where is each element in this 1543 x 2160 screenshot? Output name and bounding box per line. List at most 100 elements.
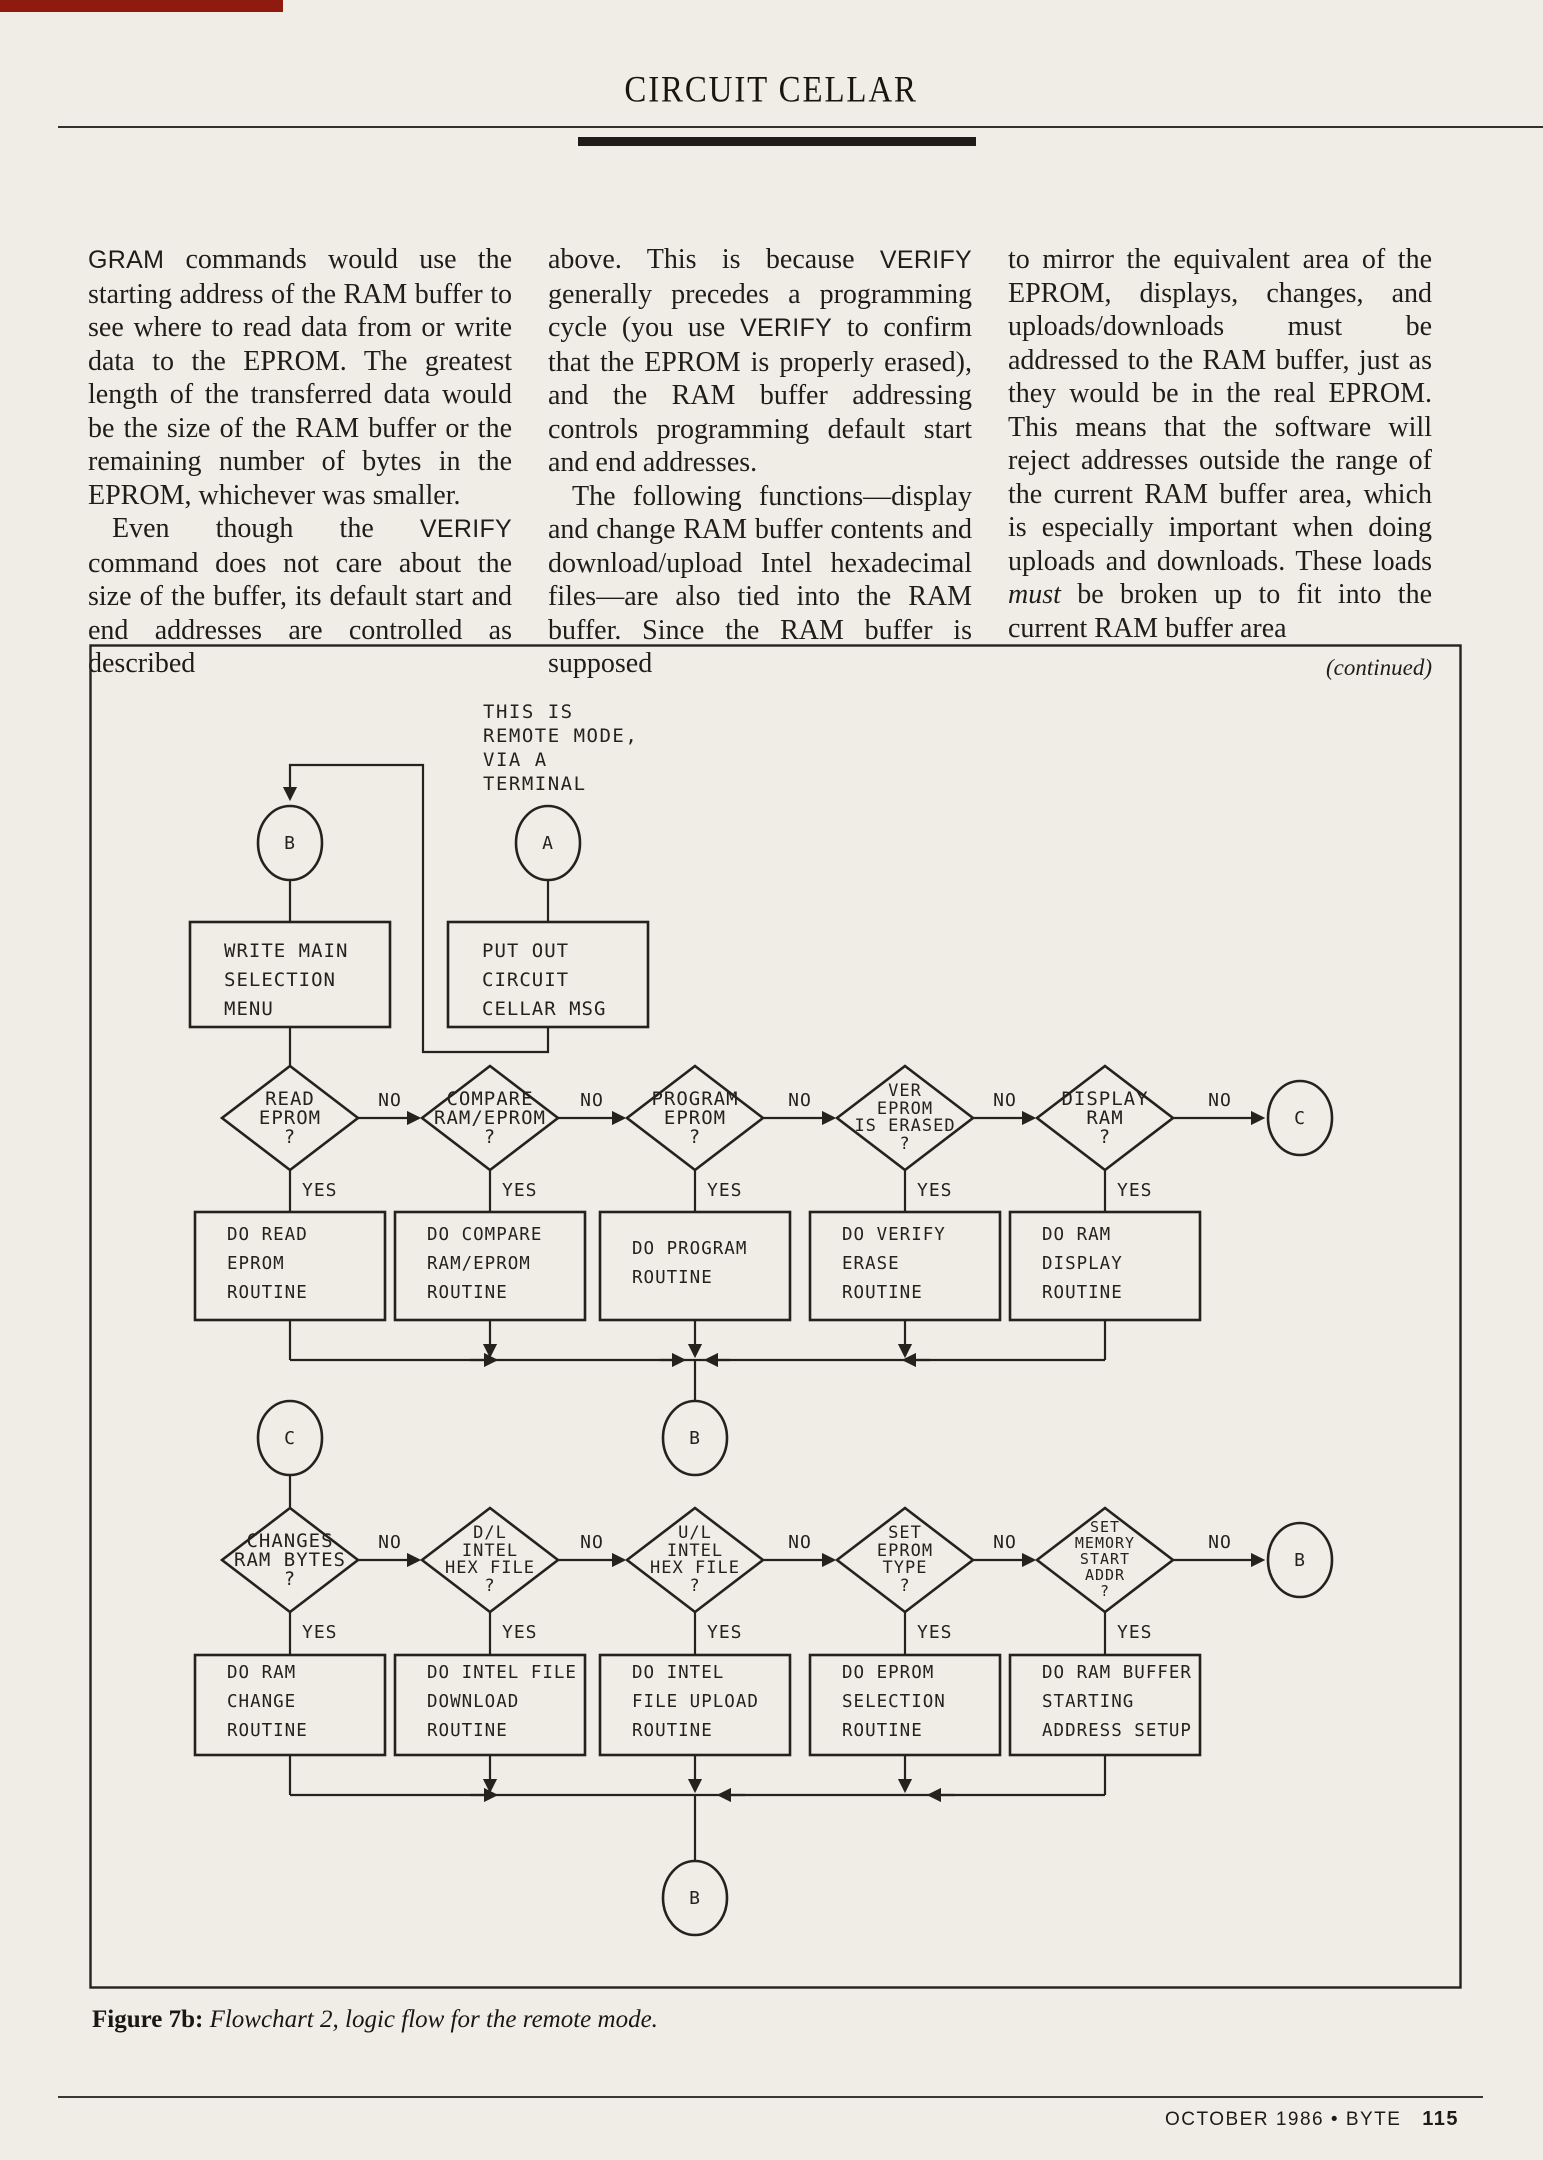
flowchart-decision-label-set_type: ? <box>899 1576 910 1596</box>
flowchart-no-label: NO <box>993 1532 1017 1553</box>
body-text: to confirm that the EPROM is properly er… <box>548 312 972 478</box>
body-text: Even though the <box>112 513 420 544</box>
flowchart-no-label: NO <box>1208 1090 1232 1111</box>
flowchart-connector-label-b_top: B <box>284 833 296 854</box>
flowchart-connector-label-b_bottom: B <box>689 1888 701 1909</box>
flowchart-yes-label: YES <box>917 1622 953 1643</box>
flowchart-decision-label-display: RAM <box>1086 1107 1123 1129</box>
flowchart-connector-c_mid <box>256 1399 324 1477</box>
flowchart-process-label-do_change: CHANGE <box>227 1692 296 1712</box>
flowchart-decision-label-dl: HEX FILE <box>445 1558 535 1578</box>
flowchart-decision-label-ver_erased: IS ERASED <box>854 1116 955 1136</box>
flowchart-connector-label-a_top: A <box>542 833 554 854</box>
flowchart-decision-set_addr <box>1034 1506 1176 1614</box>
flowchart-process-label-do_read: ROUTINE <box>227 1283 308 1303</box>
flowchart-decision-label-dl: D/L <box>473 1523 507 1543</box>
article-paragraph: above. This is because VERIFY generally … <box>548 243 972 480</box>
header-bar <box>578 137 976 146</box>
flowchart-border <box>89 644 1462 1989</box>
flowchart-process-do_change <box>193 1653 387 1757</box>
flowchart-process-label-write_menu: WRITE MAIN <box>224 940 348 962</box>
flowchart-decision-label-program: PROGRAM <box>651 1088 738 1110</box>
figure-caption: Figure 7b: Flowchart 2, logic flow for t… <box>92 2006 658 2034</box>
flowchart-process-label-do_change: DO RAM <box>227 1663 296 1683</box>
flowchart-decision-label-set_type: TYPE <box>883 1558 928 1578</box>
flowchart-process-label-do_display: DISPLAY <box>1042 1254 1123 1274</box>
article-paragraph: Even though the VERIFY command does not … <box>88 512 512 681</box>
flowchart-process-label-do_download: ROUTINE <box>427 1721 508 1741</box>
flowchart-process-label-do_compare: DO COMPARE <box>427 1225 542 1245</box>
flowchart-yes-label: YES <box>707 1180 743 1201</box>
flowchart-process-label-put_msg: CIRCUIT <box>482 969 569 991</box>
flowchart-decision-label-ul: ? <box>689 1576 700 1596</box>
flowchart-decision-label-ver_erased: EPROM <box>877 1099 933 1119</box>
flowchart-decision-label-compare: RAM/EPROM <box>434 1107 546 1129</box>
body-text: generally precedes a programming cycle (… <box>548 278 972 344</box>
flowchart-no-label: NO <box>788 1090 812 1111</box>
article-paragraph: GRAM commands would use the starting add… <box>88 243 512 512</box>
flowchart-process-label-do_display: DO RAM <box>1042 1225 1111 1245</box>
flowchart-annotation: REMOTE MODE, <box>483 725 638 747</box>
flowchart-connector-label-c_mid: C <box>284 1428 296 1449</box>
flowchart-no-label: NO <box>580 1532 604 1553</box>
flowchart-no-label: NO <box>378 1090 402 1111</box>
flowchart-process-label-do_selection: SELECTION <box>842 1692 946 1712</box>
flowchart-connector-b_top <box>256 804 324 882</box>
flowchart-decision-label-changes: ? <box>284 1568 296 1590</box>
body-text: to mirror the equivalent area of the EPR… <box>1008 244 1432 577</box>
page-title: CIRCUIT CELLAR <box>624 69 919 110</box>
flowchart-annotation: TERMINAL <box>483 773 587 795</box>
flowchart-annotation: VIA A <box>483 749 548 771</box>
command-text: GRAM <box>88 246 165 274</box>
flowchart-decision-program <box>624 1064 766 1172</box>
flowchart-yes-label: YES <box>502 1180 538 1201</box>
flowchart-decision-changes <box>219 1506 361 1614</box>
article-column-1: GRAM commands would use the starting add… <box>88 243 512 681</box>
flowchart-process-label-do_selection: DO EPROM <box>842 1663 934 1683</box>
flowchart-process-label-do_download: DO INTEL FILE <box>427 1663 577 1683</box>
flowchart-yes-label: YES <box>502 1622 538 1643</box>
flowchart-connector-b_bottom <box>661 1859 729 1937</box>
flowchart-decision-label-ul: INTEL <box>667 1541 723 1561</box>
flowchart-process-label-write_menu: SELECTION <box>224 969 336 991</box>
flowchart-yes-label: YES <box>302 1622 338 1643</box>
figure-caption-text: Flowchart 2, logic flow for the remote m… <box>203 2006 658 2033</box>
flowchart-connector-c_right <box>1266 1079 1334 1157</box>
flowchart-process-write_menu <box>188 920 392 1029</box>
flowchart-process-label-do_program: DO PROGRAM <box>632 1239 747 1259</box>
flowchart-process-label-put_msg: PUT OUT <box>482 940 569 962</box>
flowchart-process-put_msg <box>446 920 650 1029</box>
flowchart-decision-label-display: ? <box>1099 1126 1111 1148</box>
flowchart-process-do_upload <box>598 1653 792 1757</box>
flowchart-decision-label-ver_erased: ? <box>899 1134 910 1154</box>
article-paragraph: to mirror the equivalent area of the EPR… <box>1008 243 1432 645</box>
command-text: VERIFY <box>739 314 833 342</box>
flowchart-decision-label-set_addr: SET <box>1090 1518 1120 1536</box>
flowchart-process-label-do_read: DO READ <box>227 1225 308 1245</box>
flowchart-decision-label-ul: U/L <box>678 1523 712 1543</box>
flowchart-decision-label-changes: CHANGES <box>246 1530 333 1552</box>
flowchart-process-label-do_selection: ROUTINE <box>842 1721 923 1741</box>
body-text: above. This is because <box>548 244 880 275</box>
flowchart-connector-b_right <box>1266 1521 1334 1599</box>
flowchart-edge-return-loop <box>282 763 550 1054</box>
command-text: VERIFY <box>419 515 512 543</box>
flowchart-decision-label-set_addr: ? <box>1100 1582 1110 1600</box>
flowchart-decision-label-compare: COMPARE <box>446 1088 533 1110</box>
flowchart-process-label-do_read: EPROM <box>227 1254 285 1274</box>
flowchart-decision-ver_erased <box>834 1064 976 1172</box>
article-column-2: above. This is because VERIFY generally … <box>548 243 972 681</box>
flowchart-decision-label-program: EPROM <box>664 1107 726 1129</box>
flowchart-process-do_setup <box>1008 1653 1202 1757</box>
flowchart-decision-label-read: READ <box>265 1088 315 1110</box>
command-text: VERIFY <box>879 246 972 274</box>
body-text: command does not care about the size of … <box>88 547 512 680</box>
header-rule <box>58 126 1543 128</box>
footer-page-number: 115 <box>1422 2108 1459 2130</box>
flowchart-connector-label-b_mid: B <box>689 1428 701 1449</box>
flowchart-yes-label: YES <box>1117 1180 1153 1201</box>
flowchart-decision-label-display: DISPLAY <box>1061 1088 1148 1110</box>
flowchart-process-label-do_verify: ROUTINE <box>842 1283 923 1303</box>
flowchart-process-do_compare <box>393 1210 587 1322</box>
article-column-3: to mirror the equivalent area of the EPR… <box>1008 243 1432 685</box>
